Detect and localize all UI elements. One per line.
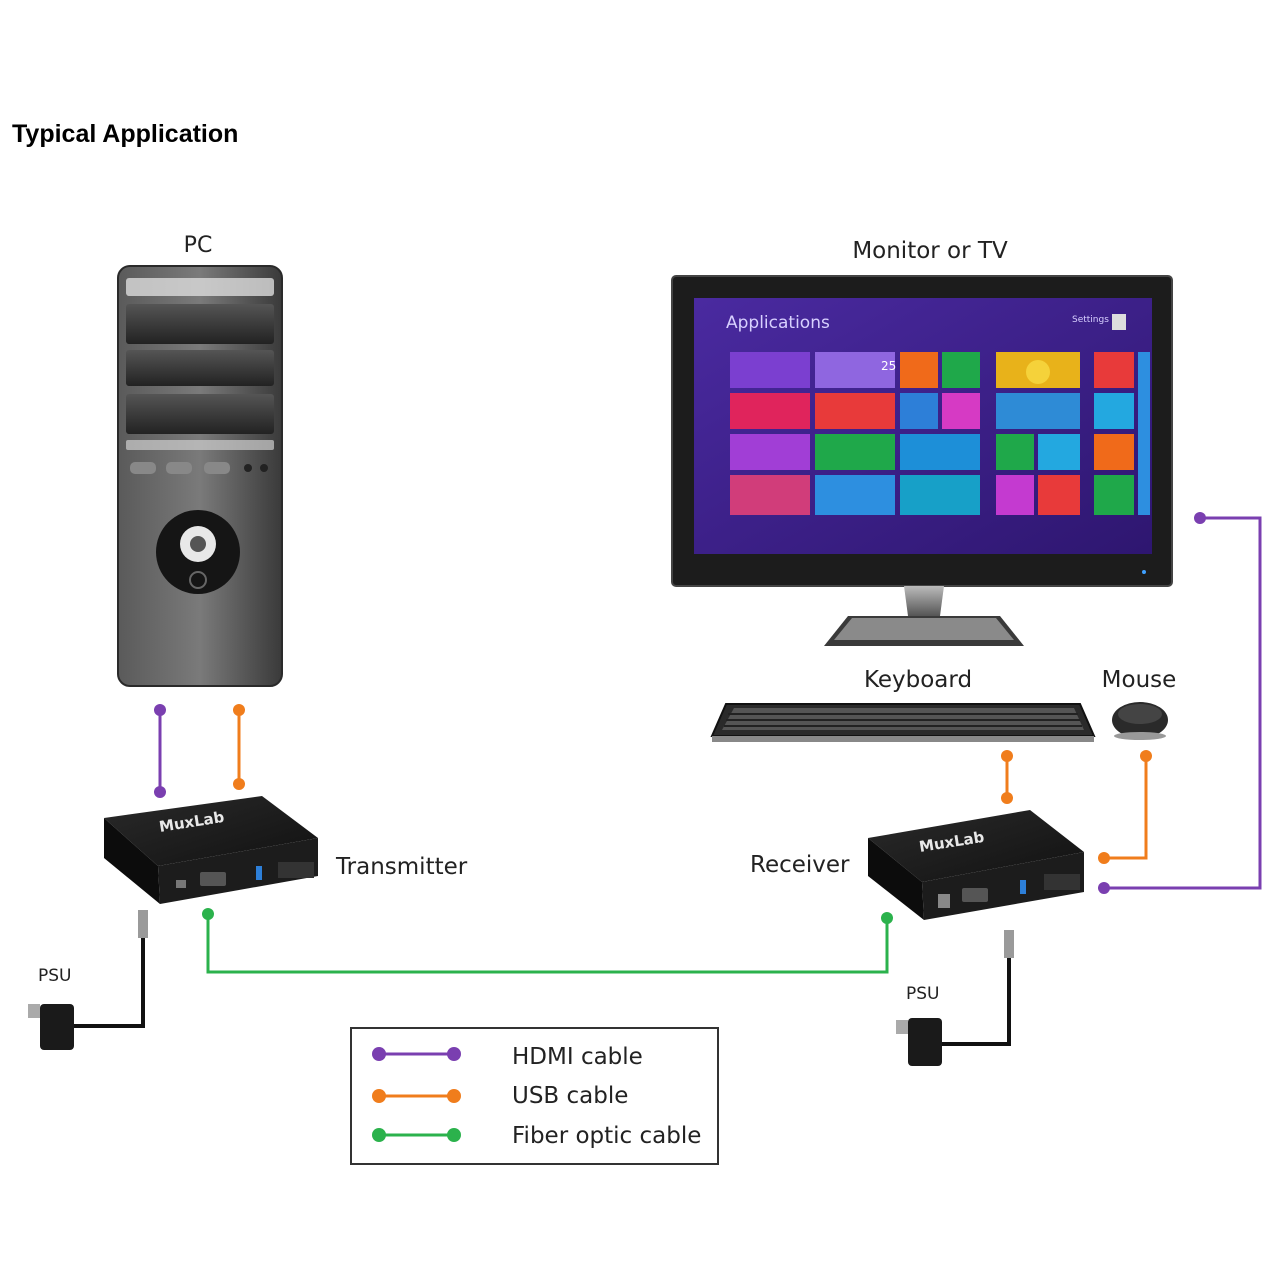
pc-label: PC — [184, 233, 213, 258]
page-title: Typical Application — [12, 120, 239, 148]
screen-settings-label: Settings — [1072, 315, 1109, 325]
psu-left — [28, 910, 148, 1050]
usb-cable-keyboard — [1001, 750, 1013, 804]
usb-cable-pc — [233, 704, 245, 790]
tile-number: 25 — [881, 359, 896, 373]
psu-right — [896, 930, 1014, 1066]
mouse-label: Mouse — [1102, 667, 1177, 693]
hdmi-cable-pc — [154, 704, 166, 798]
legend-item-fiber: Fiber optic cable — [372, 1123, 701, 1149]
psu-left-label: PSU — [38, 966, 72, 986]
transmitter-device: MuxLab — [104, 796, 318, 904]
legend-fiber-label: Fiber optic cable — [512, 1123, 701, 1149]
legend-hdmi-label: HDMI cable — [512, 1044, 643, 1070]
monitor-label: Monitor or TV — [852, 238, 1008, 264]
start-screen-tiles: 25 — [730, 352, 1150, 515]
keyboard-label: Keyboard — [864, 667, 972, 693]
usb-cable-mouse — [1098, 750, 1152, 864]
legend-item-hdmi: HDMI cable — [372, 1044, 643, 1070]
keyboard — [710, 703, 1096, 742]
legend-item-usb: USB cable — [372, 1083, 628, 1109]
screen-title: Applications — [726, 313, 830, 333]
hdmi-cable-monitor — [1098, 512, 1262, 894]
fiber-cable — [202, 908, 893, 974]
receiver-label: Receiver — [750, 852, 850, 878]
legend-usb-label: USB cable — [512, 1083, 628, 1109]
transmitter-label: Transmitter — [335, 854, 468, 880]
legend: HDMI cable USB cable Fiber optic cable — [350, 1027, 719, 1165]
mouse — [1112, 702, 1168, 740]
monitor: Applications Settings 25 — [671, 275, 1173, 646]
psu-right-label: PSU — [906, 984, 940, 1004]
pc-tower — [117, 265, 283, 687]
receiver-device: MuxLab — [868, 810, 1084, 920]
